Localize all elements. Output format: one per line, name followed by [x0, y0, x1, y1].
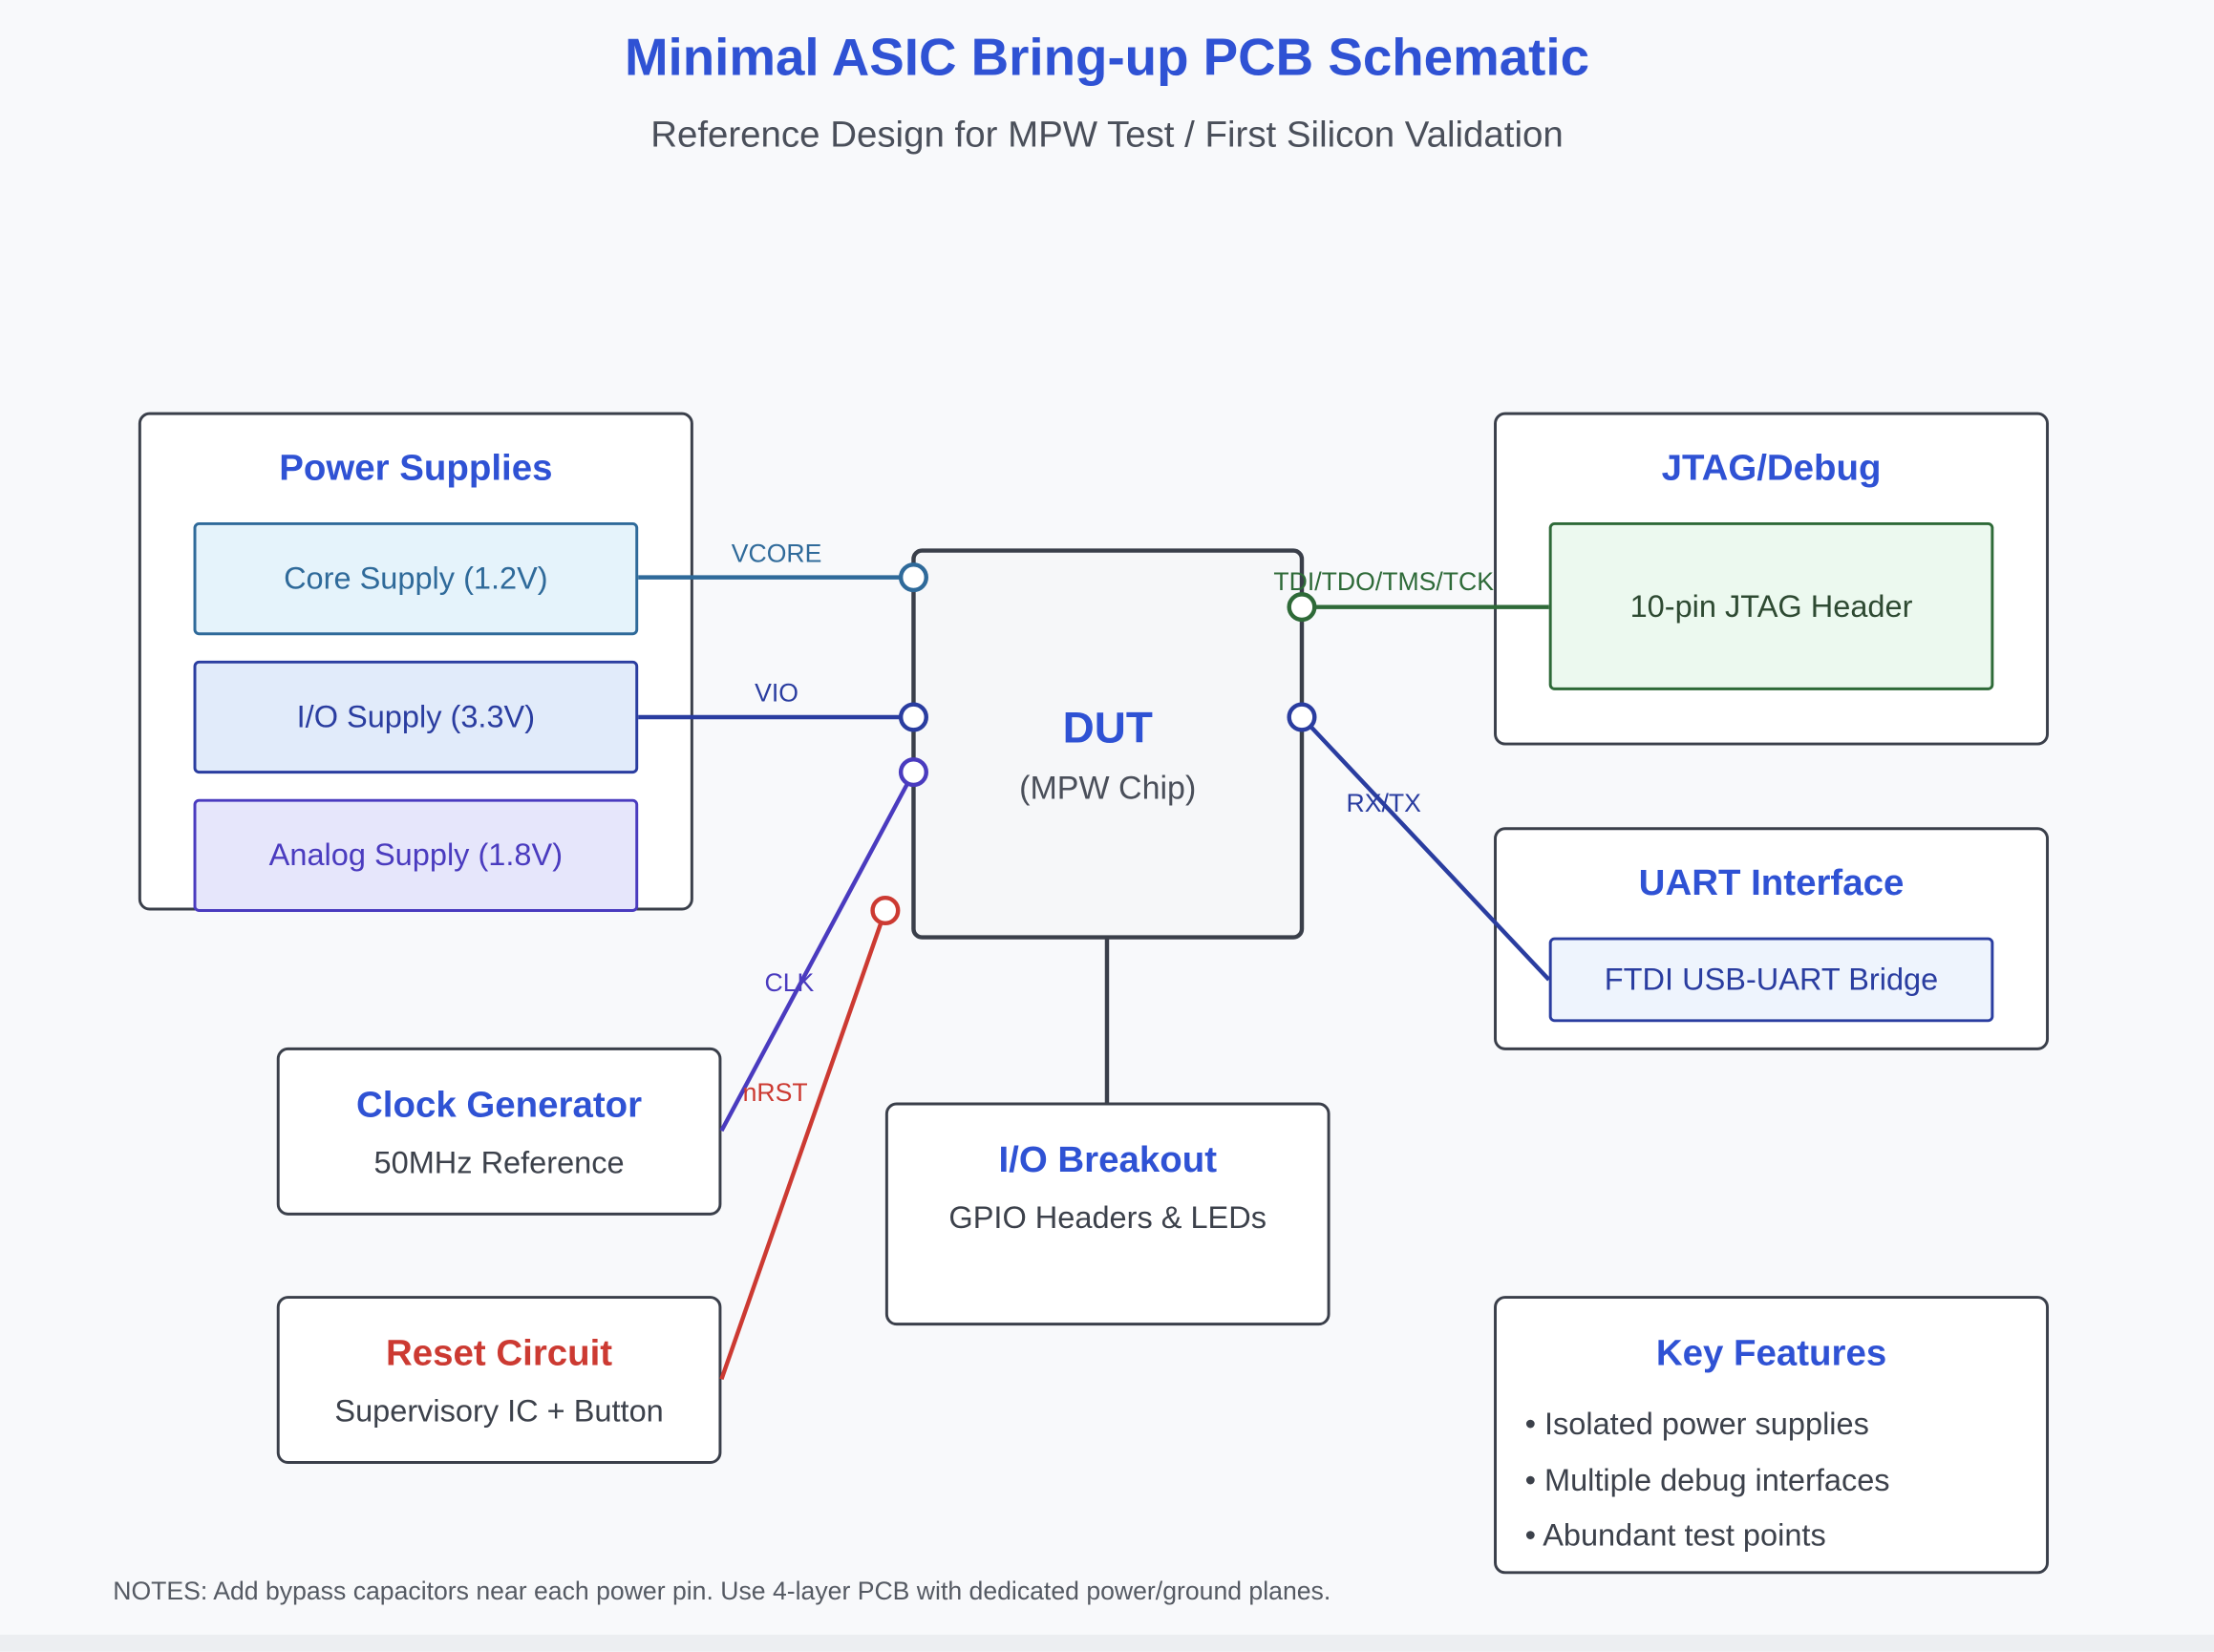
clock-generator-subtitle: 50MHz Reference [373, 1144, 625, 1180]
jtag-debug-title: JTAG/Debug [1661, 446, 1882, 489]
dut-title: DUT [1062, 703, 1153, 752]
key-features-panel [1494, 1296, 2050, 1575]
clk-wire [719, 771, 916, 1133]
rst-label: nRST [742, 1078, 808, 1107]
core-supply-box: Core Supply (1.2V) [193, 521, 639, 636]
clock-generator-title: Clock Generator [356, 1082, 643, 1126]
design-notes: NOTES: Add bypass capacitors near each p… [113, 1577, 1331, 1605]
io-supply-box: I/O Supply (3.3V) [193, 660, 639, 774]
feature-item: • Multiple debug interfaces [1524, 1462, 1890, 1498]
clk-label: CLK [764, 968, 815, 997]
key-features-title: Key Features [1655, 1331, 1887, 1374]
clock-generator-panel [276, 1047, 722, 1216]
power-supplies-title: Power Supplies [279, 446, 553, 489]
jtag-pin [1287, 592, 1317, 623]
vio-label: VIO [755, 679, 798, 708]
diagram-title: Minimal ASIC Bring-up PCB Schematic [624, 28, 1589, 87]
io-breakout-title: I/O Breakout [998, 1137, 1217, 1180]
feature-item: • Isolated power supplies [1524, 1406, 1869, 1442]
uart-signal-label: RX/TX [1346, 789, 1421, 817]
feature-item: • Abundant test points [1524, 1517, 1826, 1554]
clk-pin [898, 757, 928, 788]
io-breakout-panel [884, 1102, 1331, 1326]
dut-box [911, 548, 1305, 940]
reset-circuit-title: Reset Circuit [386, 1331, 613, 1374]
vio-pin [898, 702, 928, 732]
bottom-strip [0, 1634, 2214, 1652]
rst-pin [870, 895, 901, 926]
analog-supply-box: Analog Supply (1.8V) [193, 798, 639, 912]
io-breakout-subtitle: GPIO Headers & LEDs [948, 1199, 1267, 1236]
reset-circuit-subtitle: Supervisory IC + Button [334, 1393, 664, 1430]
dut-subtitle: (MPW Chip) [1019, 769, 1197, 807]
vcore-label: VCORE [731, 539, 822, 568]
jtag-header-box: 10-pin JTAG Header [1548, 521, 1994, 690]
rst-wire [719, 909, 887, 1381]
uart-wire [1300, 715, 1551, 982]
diagram-subtitle: Reference Design for MPW Test / First Si… [650, 113, 1564, 156]
vcore-pin [898, 562, 928, 593]
jtag-signal-label: TDI/TDO/TMS/TCK [1273, 567, 1495, 596]
ftdi-bridge-box: FTDI USB-UART Bridge [1548, 937, 1994, 1023]
uart-pin [1287, 702, 1317, 732]
uart-interface-title: UART Interface [1638, 860, 1905, 904]
reset-circuit-panel [276, 1296, 722, 1464]
